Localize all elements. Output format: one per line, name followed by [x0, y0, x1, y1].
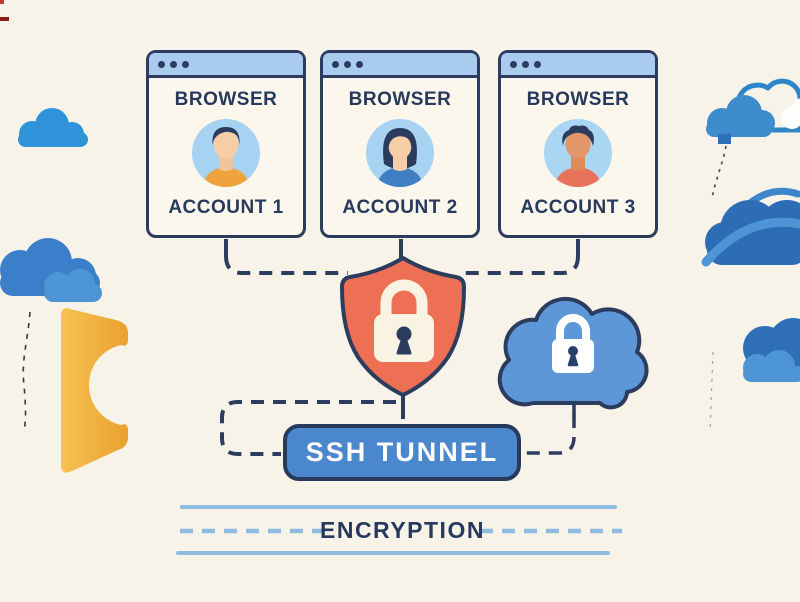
secure-cloud — [497, 296, 649, 410]
browser-titlebar — [323, 53, 477, 78]
browser-title: BROWSER — [348, 89, 452, 110]
avatar-account-1 — [192, 119, 260, 187]
window-control-dot — [356, 60, 363, 68]
cloud-icon — [743, 318, 800, 382]
edge-artifact-marks — [0, 0, 9, 21]
window-control-dot — [170, 60, 177, 68]
cloud-icon — [701, 187, 800, 267]
window-control-dot — [182, 60, 189, 68]
cloud-icon — [0, 238, 102, 302]
browser-window-3: BROWSER ACCOUNT 3 — [498, 50, 658, 238]
lock-icon — [552, 314, 594, 373]
avatar-account-3 — [544, 119, 612, 187]
shield-shape — [340, 256, 466, 397]
amber-bracket-shape — [61, 308, 128, 473]
browser-window-1: BROWSER ACCOUNT 1 — [146, 50, 306, 238]
window-control-dot — [344, 60, 351, 68]
security-shield — [340, 256, 466, 397]
account-label: ACCOUNT 1 — [168, 197, 284, 218]
connector-browser1-to-shield — [224, 255, 348, 275]
browser-window-2: BROWSER ACCOUNT 2 — [320, 50, 480, 238]
lock-icon — [374, 279, 434, 362]
connector-cloud-to-tunnel — [524, 415, 576, 455]
cloud-icon — [18, 108, 88, 147]
dashed-string — [22, 311, 31, 433]
cloud-icon — [706, 78, 800, 144]
window-control-dot — [534, 60, 541, 68]
dashed-string — [711, 145, 727, 199]
ssh-tunnel-node: SSH TUNNEL — [283, 424, 521, 481]
encryption-top-line — [180, 505, 617, 509]
browser-title: BROWSER — [174, 89, 278, 110]
browser-titlebar — [501, 53, 655, 78]
browser-title: BROWSER — [526, 89, 630, 110]
window-control-dot — [522, 60, 529, 68]
window-control-dot — [510, 60, 517, 68]
connector-browser3-to-shield — [458, 255, 580, 275]
cloud-shape — [497, 296, 649, 410]
dashed-string — [709, 351, 714, 433]
browser-titlebar — [149, 53, 303, 78]
encryption-bottom-line — [176, 551, 610, 555]
window-control-dot — [158, 60, 165, 68]
account-label: ACCOUNT 3 — [520, 197, 636, 218]
avatar-account-2 — [366, 119, 434, 187]
window-control-dot — [332, 60, 339, 68]
account-label: ACCOUNT 2 — [342, 197, 458, 218]
encryption-label: ENCRYPTION — [320, 517, 485, 543]
